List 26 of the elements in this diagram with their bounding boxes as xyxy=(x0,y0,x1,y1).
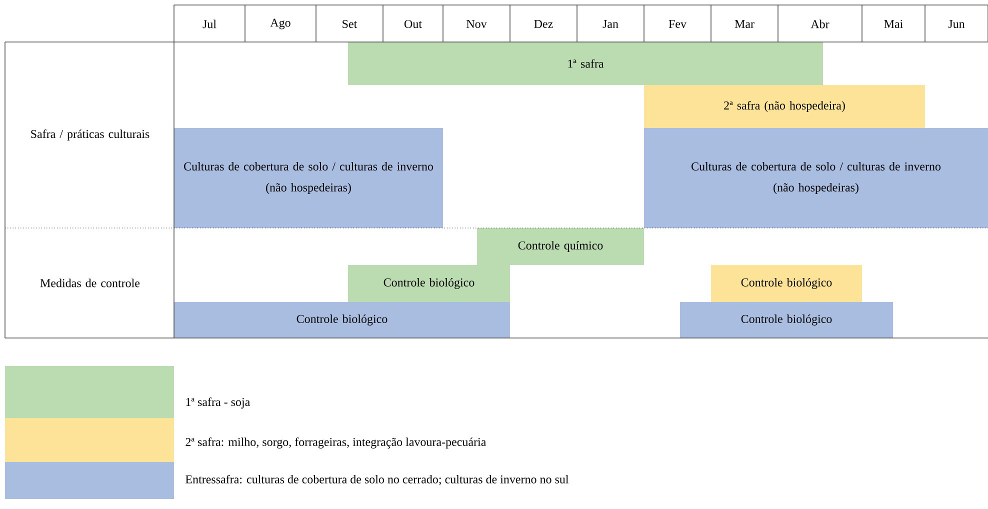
month-label: Set xyxy=(342,20,358,28)
row-label: Medidas de controle xyxy=(40,278,140,288)
month-label: Jan xyxy=(602,20,618,28)
gantt-bar: Culturas de cobertura de solo / culturas de inverno (não hospedeiras) xyxy=(644,128,988,228)
gantt-bar: 1ª safra xyxy=(348,42,823,85)
month-label: Dez xyxy=(534,20,553,28)
gantt-bar: Controle biológico xyxy=(174,302,510,338)
gantt-bar: Controle biológico xyxy=(348,265,510,302)
gantt-bar: Controle químico xyxy=(477,228,644,265)
month-label: Mar xyxy=(734,20,754,28)
gantt-bar: 2ª safra (não hospedeira) xyxy=(644,85,925,128)
month-label: Abr xyxy=(810,20,830,28)
row-label: Safra / práticas culturais xyxy=(31,130,150,140)
month-label: Fev xyxy=(668,20,687,28)
gantt-bar: Culturas de cobertura de solo / culturas de inverno (não hospedeiras) xyxy=(174,128,443,228)
month-label: Jul xyxy=(202,20,216,28)
gantt-bar: Controle biológico xyxy=(711,265,862,302)
month-label: Nov xyxy=(466,20,487,28)
month-label: Jun xyxy=(948,20,965,28)
legend-text: 1ª safra - soja xyxy=(186,398,250,408)
month-label: Mai xyxy=(884,20,903,28)
month-label: Ago xyxy=(270,18,290,30)
legend-text: Entressafra: culturas de cobertura de solo no cerrado; culturas de inverno no sul xyxy=(186,474,569,486)
month-label: Out xyxy=(404,20,422,28)
legend-text: 2ª safra: milho, sorgo, forrageiras, integração lavoura-pecuária xyxy=(186,437,486,449)
gantt-bar: Controle biológico xyxy=(680,302,893,338)
